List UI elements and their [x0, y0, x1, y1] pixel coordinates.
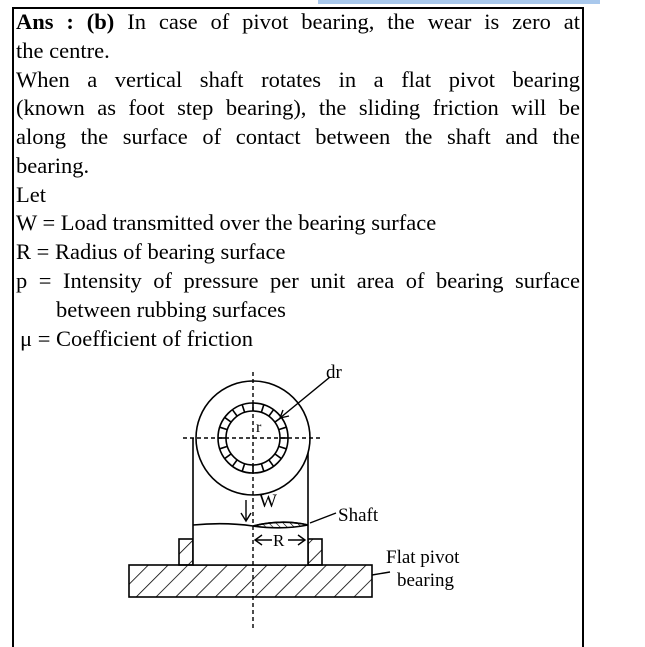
- label-W: W: [259, 491, 277, 512]
- answer-line-3: When a vertical shaft rotates in a flat …: [16, 67, 580, 92]
- pivot-bearing-figure: dr r W R Shaft Flat pivot bearing: [128, 362, 460, 628]
- header-accent-bar: [318, 0, 600, 4]
- answer-line-5: along the surface of contact between the…: [16, 124, 580, 149]
- answer-box: [12, 7, 584, 647]
- label-shaft: Shaft: [338, 505, 379, 526]
- definition-R: R = Radius of bearing surface: [16, 239, 286, 264]
- label-R: R: [273, 531, 285, 550]
- ring-tick: [268, 409, 275, 417]
- label-r: r: [256, 419, 262, 436]
- definition-mu: μ = Coefficient of friction: [20, 326, 254, 351]
- label-bearing-1: Flat pivot: [386, 547, 460, 568]
- ring-tick: [260, 463, 265, 472]
- dr-leader: [279, 376, 331, 419]
- bearing-base: [128, 564, 373, 598]
- ring-tick: [268, 459, 275, 467]
- ring-tick: [274, 453, 282, 460]
- ring-tick: [219, 445, 228, 450]
- answer-line-2: the centre.: [16, 38, 110, 63]
- text: In case of pivot bearing, the wear is ze…: [127, 9, 581, 34]
- answer-line-6: bearing.: [16, 153, 90, 178]
- let-line: Let: [16, 182, 46, 207]
- definition-p: p = Intensity of pressure per unit area …: [16, 268, 580, 293]
- ring-tick: [260, 404, 265, 413]
- bearing-collar-left: [178, 538, 194, 566]
- label-dr: dr: [326, 362, 343, 383]
- ring-tick: [278, 445, 287, 450]
- definition-p-cont: between rubbing surfaces: [56, 297, 286, 322]
- definition-W: W = Load transmitted over the bearing su…: [16, 210, 437, 235]
- ring-tick: [241, 404, 246, 413]
- ring-tick: [219, 426, 228, 431]
- ring-tick: [231, 409, 238, 417]
- shaft-leader: [309, 512, 337, 524]
- ring-tick: [224, 453, 232, 460]
- ring-tick: [241, 463, 246, 472]
- answer-label: Ans : (b): [16, 9, 115, 34]
- ring-tick: [278, 426, 287, 431]
- ring-tick: [231, 459, 238, 467]
- ring-tick: [224, 416, 232, 423]
- answer-line-1: Ans : (b) In case of pivot bearing, the …: [16, 8, 580, 36]
- answer-line-4: (known as foot step bearing), the slidin…: [16, 95, 580, 120]
- bearing-leader: [371, 571, 391, 576]
- label-bearing-2: bearing: [397, 570, 454, 591]
- bearing-collar-right: [307, 538, 323, 566]
